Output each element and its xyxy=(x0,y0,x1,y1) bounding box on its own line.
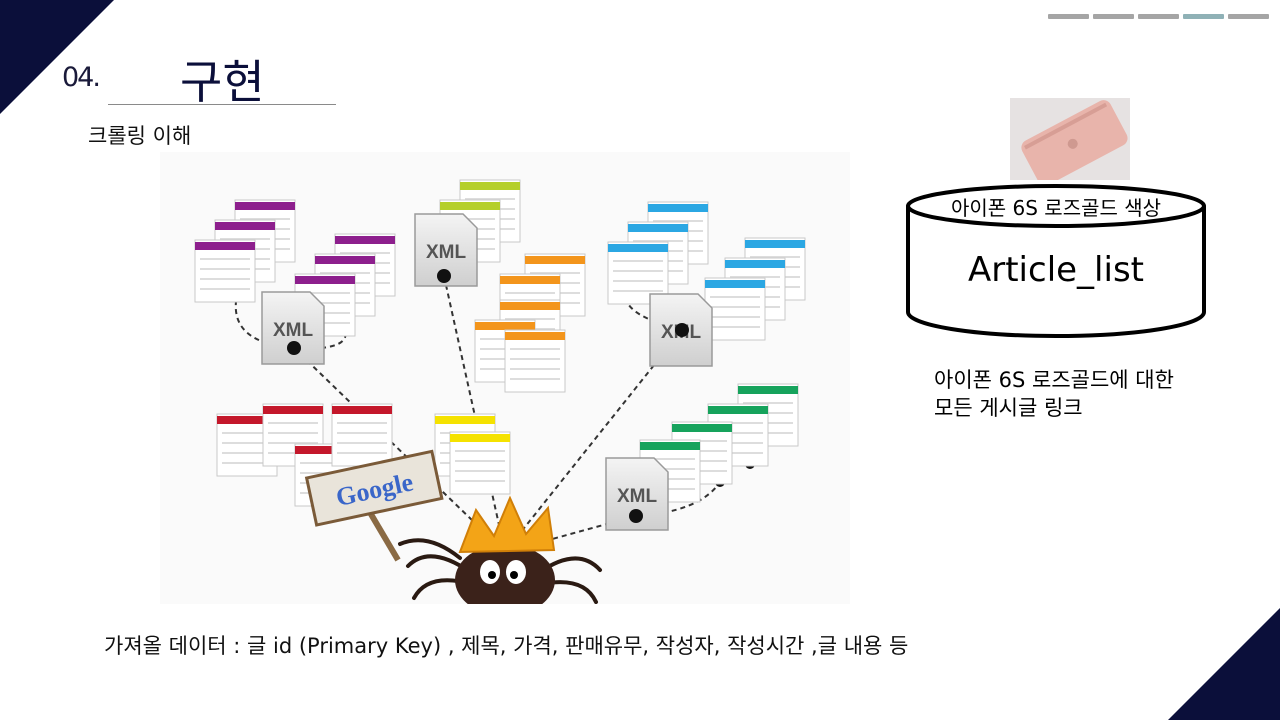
crown-icon xyxy=(458,495,556,554)
database-cylinder-icon xyxy=(906,184,1206,338)
web-page-icon xyxy=(331,403,393,467)
database-top-label: 아이폰 6S 로즈골드 색상 xyxy=(950,196,1162,220)
web-page-icon xyxy=(704,277,766,341)
xml-document-icon: XML xyxy=(649,293,713,367)
section-number: 04. xyxy=(62,62,101,93)
xml-documents: XML XML XML XML xyxy=(261,213,713,531)
xml-label: XML xyxy=(617,486,658,507)
corner-decoration-top-left xyxy=(0,0,114,114)
xml-label: XML xyxy=(426,242,467,263)
title-underline xyxy=(108,104,336,105)
xml-document-icon: XML xyxy=(261,291,325,365)
database-description-line: 아이폰 6S 로즈골드에 대한 xyxy=(934,368,1174,392)
iphone-photo xyxy=(1010,98,1130,180)
slide-subtitle: 크롤링 이해 xyxy=(88,124,192,148)
progress-segment xyxy=(1138,14,1179,19)
progress-segment xyxy=(1228,14,1269,19)
database-description-line: 모든 게시글 링크 xyxy=(934,396,1083,420)
corner-decoration-bottom-right xyxy=(1168,608,1280,720)
section-title: 구현 xyxy=(180,55,265,109)
database-name: Article_list xyxy=(967,250,1144,290)
data-fields-caption: 가져올 데이터 : 글 id (Primary Key) , 제목, 가격, 판… xyxy=(104,634,909,658)
database-description: 아이폰 6S 로즈골드에 대한 모든 게시글 링크 xyxy=(934,366,1174,422)
web-page-icon xyxy=(504,329,566,393)
progress-segment xyxy=(1093,14,1134,19)
web-pages xyxy=(194,179,806,507)
progress-segment xyxy=(1048,14,1089,19)
xml-document-icon: XML xyxy=(605,457,669,531)
xml-label: XML xyxy=(273,320,314,341)
crawler-illustration: XML XML XML XML Google xyxy=(160,152,850,604)
progress-segment xyxy=(1183,14,1224,19)
xml-document-icon: XML xyxy=(414,213,478,287)
spider-icon xyxy=(398,495,602,604)
web-page-icon xyxy=(194,239,256,303)
web-page-icon xyxy=(449,431,511,495)
google-sign: Google xyxy=(304,449,444,562)
slide-progress-indicator xyxy=(1048,14,1269,19)
